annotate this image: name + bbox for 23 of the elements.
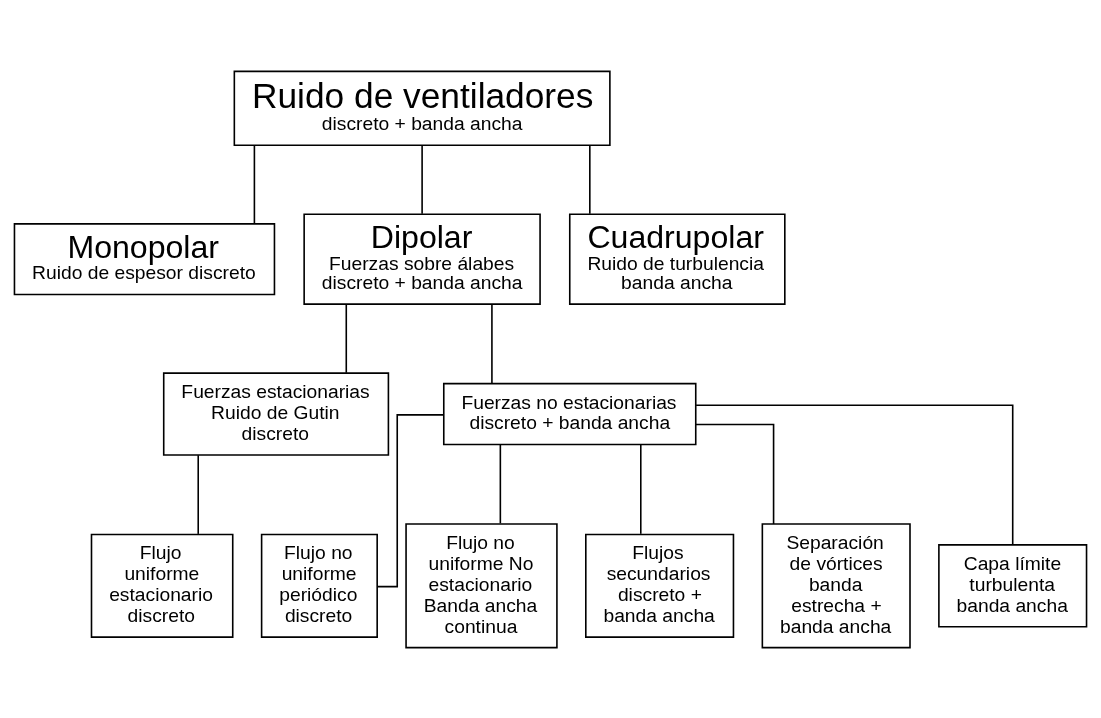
connector <box>491 303 493 384</box>
connector <box>499 443 502 524</box>
node-box: Ruido de ventiladores discreto + banda ancha <box>233 70 611 146</box>
node-box: Cuadrupolar Ruido de turbulencia banda ancha <box>568 212 786 305</box>
node-box: Separación de vórtices banda estrecha + banda ancha <box>761 522 911 648</box>
connector <box>589 144 591 215</box>
connector <box>376 413 445 587</box>
connector <box>695 423 775 525</box>
node-box: Flujo no uniforme No estacionario Banda ancha continua <box>405 522 558 648</box>
node-box: Flujo no uniforme periódico discreto <box>260 533 378 638</box>
node-box: Flujos secundarios discreto + banda ancha <box>585 533 735 638</box>
connector <box>695 403 1014 546</box>
node-box: Fuerzas no estacionarias discreto + banda ancha <box>442 382 697 445</box>
node-box: Dipolar Fuerzas sobre álabes discreto + banda ancha <box>303 212 541 305</box>
connector <box>197 453 199 535</box>
connector <box>345 303 348 374</box>
node-box: Flujo uniforme estacionario discreto <box>90 533 234 638</box>
connector <box>253 144 256 224</box>
node-box: Capa límite turbulenta banda ancha <box>938 543 1088 627</box>
node-box: Monopolar Ruido de espesor discreto <box>13 222 276 295</box>
node-box: Fuerzas estacionarias Ruido de Gutin discreto <box>162 371 390 456</box>
connector <box>421 144 423 215</box>
connector <box>640 443 642 535</box>
